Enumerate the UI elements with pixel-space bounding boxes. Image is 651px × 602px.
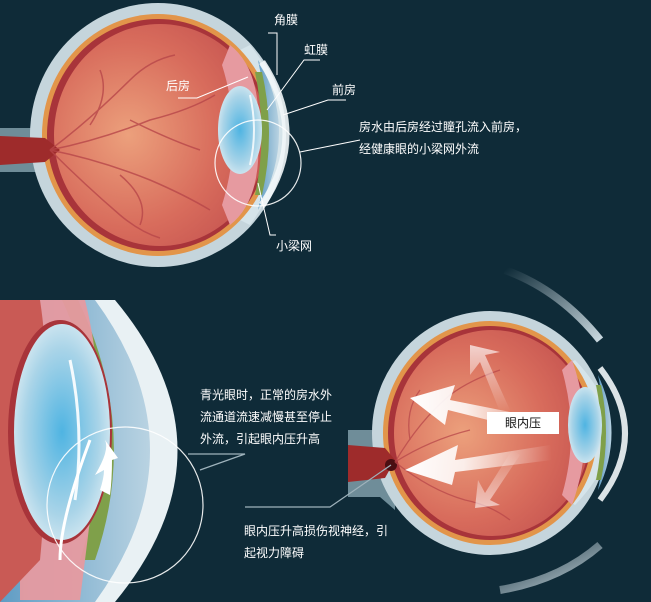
nerve-damage-description: 眼内压升高损伤视神经，引 起视力障碍 [244, 520, 388, 564]
glaucoma-description: 青光眼时，正常的房水外 流通道流速减慢甚至停止 外流，引起眼内压升高 [200, 384, 332, 450]
top-eye [0, 3, 361, 267]
label-iris: 虹膜 [304, 43, 329, 57]
label-anterior-chamber: 前房 [332, 83, 357, 97]
label-trabecular-meshwork: 小梁网 [276, 239, 313, 253]
glaucoma-description-line: 青光眼时，正常的房水外 [200, 388, 333, 402]
top-description-line: 房水由后房经过瞳孔流入前房， [359, 120, 528, 134]
label-cornea: 角膜 [274, 13, 299, 27]
intraocular-pressure-label: 眼内压 [487, 412, 559, 434]
nerve-damage-description-line: 起视力障碍 [244, 546, 305, 560]
nerve-leader [245, 464, 392, 508]
glaucoma-description-line: 外流，引起眼内压升高 [200, 432, 321, 446]
top-description-line: 经健康眼的小梁网外流 [359, 142, 480, 156]
closeup-eye [0, 300, 204, 602]
label-posterior-chamber: 后房 [166, 79, 191, 93]
nerve-damage-description-line: 眼内压升高损伤视神经，引 [244, 524, 389, 538]
closeup-leader [188, 453, 246, 471]
glaucoma-description-line: 流通道流速减慢甚至停止 [200, 410, 333, 424]
top-description: 房水由后房经过瞳孔流入前房， 经健康眼的小梁网外流 [359, 116, 527, 160]
